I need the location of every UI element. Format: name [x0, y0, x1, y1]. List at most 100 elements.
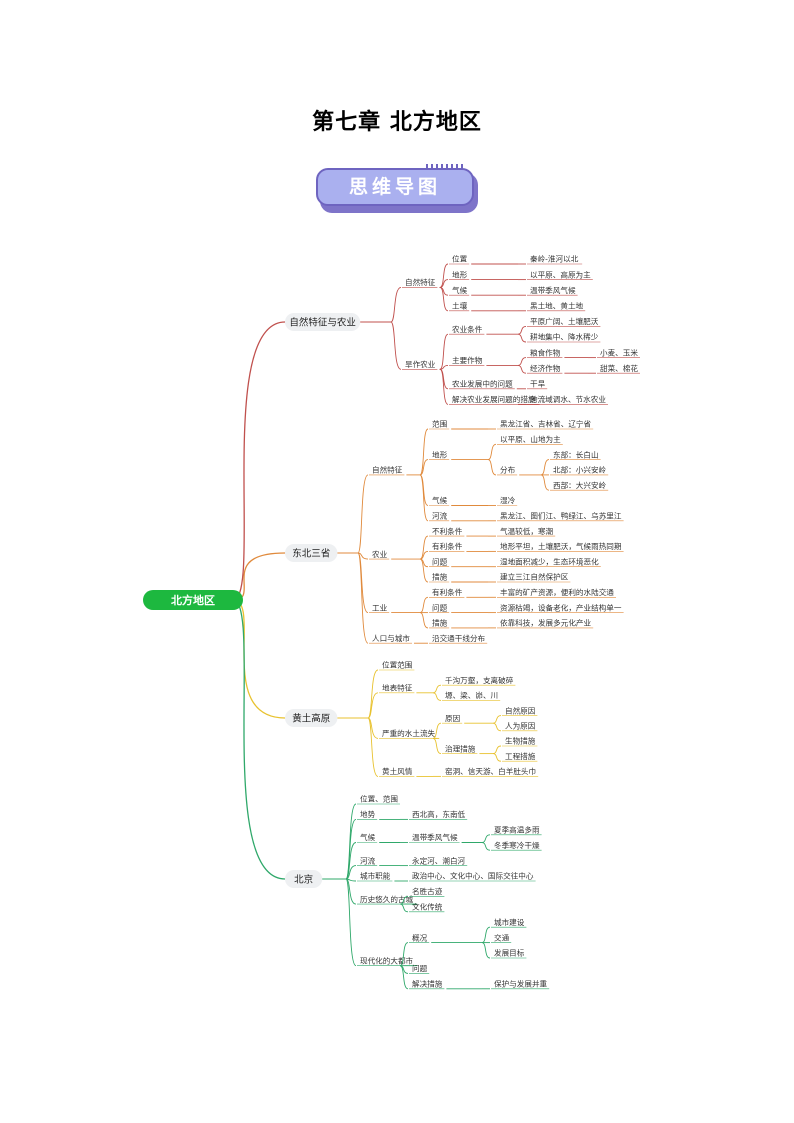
- node-label: 粮食作物: [530, 347, 561, 357]
- root-node: [143, 590, 243, 610]
- connector-curve: [439, 286, 449, 312]
- branch-node-1: [285, 313, 361, 331]
- connector-curve: [432, 684, 442, 694]
- node-label: 城市职能: [360, 871, 391, 881]
- node-label: 干旱: [530, 380, 546, 389]
- node-label: 小麦、玉米: [600, 347, 638, 357]
- connector-curve: [432, 737, 442, 755]
- connector-curve: [419, 474, 429, 522]
- connector-curve: [481, 926, 491, 944]
- node-label: 以平原、山地为主: [500, 434, 561, 444]
- connector-group: [486, 357, 527, 374]
- node-label: 名胜古迹: [412, 886, 443, 896]
- connector-curve: [439, 368, 449, 405]
- branch-curve: [232, 552, 286, 601]
- node-label: 有利条件: [432, 541, 463, 551]
- node-label: 黑龙江省、吉林省、辽宁省: [500, 419, 592, 429]
- connector-group: [416, 684, 442, 701]
- node-label: 地形: [452, 269, 468, 279]
- node-label: 千沟万壑，支离破碎: [445, 675, 514, 685]
- connector-curve: [399, 965, 409, 990]
- connector-curve: [487, 459, 497, 476]
- node-label: 旱作农业: [405, 359, 436, 369]
- node-label: 湿冷: [500, 495, 516, 505]
- connector-group: [486, 325, 527, 343]
- root-label: 北方地区: [171, 593, 215, 607]
- connector-curve: [481, 834, 491, 843]
- node-label: 分布: [500, 465, 516, 475]
- node-label: 气候: [452, 285, 468, 295]
- connector-group: [432, 722, 442, 755]
- node-label: 发展目标: [494, 948, 525, 958]
- connector-group: [431, 926, 491, 959]
- node-label: 农业: [372, 549, 388, 559]
- connector-curve: [357, 474, 369, 554]
- connector-curve: [357, 552, 369, 614]
- connector-group: [391, 535, 429, 583]
- node-label: 以平原、高原为主: [530, 269, 591, 279]
- node-label: 黑土地、黄土地: [530, 301, 584, 311]
- node-label: 地势: [360, 809, 376, 819]
- node-label: 问题: [432, 557, 448, 566]
- node-label: 地形平坦，土壤肥沃，气候雨热同期: [500, 541, 622, 551]
- node-label: 耕地集中、降水稀少: [530, 332, 599, 342]
- connector-curve: [419, 428, 429, 476]
- node-label: 文化传统: [412, 902, 443, 912]
- connector-curve: [367, 669, 379, 719]
- connector-group: [479, 745, 502, 762]
- connector-curve: [492, 745, 502, 755]
- connector-curve: [487, 443, 497, 461]
- node-label: 城市建设: [494, 917, 525, 927]
- node-label: 政治中心、文化中心、国际交往中心: [412, 871, 534, 881]
- connector-group: [399, 942, 418, 990]
- connector-curve: [517, 333, 527, 343]
- node-label: 气候: [360, 832, 376, 842]
- node-label: 不利条件: [432, 526, 463, 536]
- mind-map-banner: 思维导图: [316, 164, 478, 213]
- connector-curve: [419, 558, 429, 583]
- connector-curve: [517, 364, 527, 374]
- node-label: 黑龙江、图们江、鸭绿江、乌苏里江: [500, 511, 622, 521]
- connector-curve: [367, 717, 379, 777]
- node-label: 保护与发展并重: [494, 979, 548, 989]
- connector-curve: [517, 325, 527, 335]
- node-label: 黄土风情: [382, 766, 413, 776]
- node-label: 自然原因: [505, 705, 535, 715]
- node-label: 北部：小兴安岭: [553, 465, 607, 475]
- connector-curve: [399, 942, 409, 967]
- node-label: 解决农业发展问题的措施: [452, 394, 536, 404]
- node-label: 自然特征: [372, 465, 403, 475]
- connector-group: [406, 428, 429, 522]
- branch-label: 北京: [294, 874, 313, 886]
- node-label: 河流: [360, 855, 376, 865]
- branch-node-3: [285, 709, 338, 727]
- node-label: 气温较低，寒潮: [500, 526, 554, 536]
- node-label: 交通: [494, 932, 510, 942]
- branch-label: 黄土高原: [292, 713, 330, 725]
- node-label: 措施: [432, 618, 448, 628]
- connector-group: [451, 443, 497, 476]
- node-label: 永定河、潮白河: [412, 855, 466, 865]
- node-label: 丰富的矿产资源，便利的水陆交通: [500, 587, 614, 597]
- banner-dots: [426, 164, 466, 170]
- node-label: 建立三江自然保护区: [500, 572, 569, 582]
- node-label: 夏季高温多雨: [494, 825, 540, 835]
- node-label: 平原广阔、土壤肥沃: [530, 316, 599, 326]
- node-label: 治理措施: [445, 743, 476, 753]
- node-label: 农业条件: [452, 324, 483, 334]
- node-label: 自然特征: [405, 277, 436, 287]
- node-label: 历史悠久的古城: [360, 894, 414, 904]
- connector-group: [461, 834, 491, 851]
- connector-curve: [492, 753, 502, 762]
- node-label: 范围: [432, 419, 447, 429]
- node-label: 冬季寒冷干燥: [494, 840, 540, 850]
- node-label: 窑洞、信天游、白羊肚头巾: [445, 766, 536, 776]
- connector-curve: [432, 692, 442, 701]
- node-label: 温带季风气候: [412, 832, 458, 842]
- connector-curve: [367, 692, 379, 719]
- node-label: 主要作物: [452, 355, 483, 365]
- node-label: 有利条件: [432, 587, 463, 597]
- node-label: 工程措施: [505, 751, 536, 761]
- branch-curve: [232, 599, 286, 880]
- connector-group: [391, 596, 429, 629]
